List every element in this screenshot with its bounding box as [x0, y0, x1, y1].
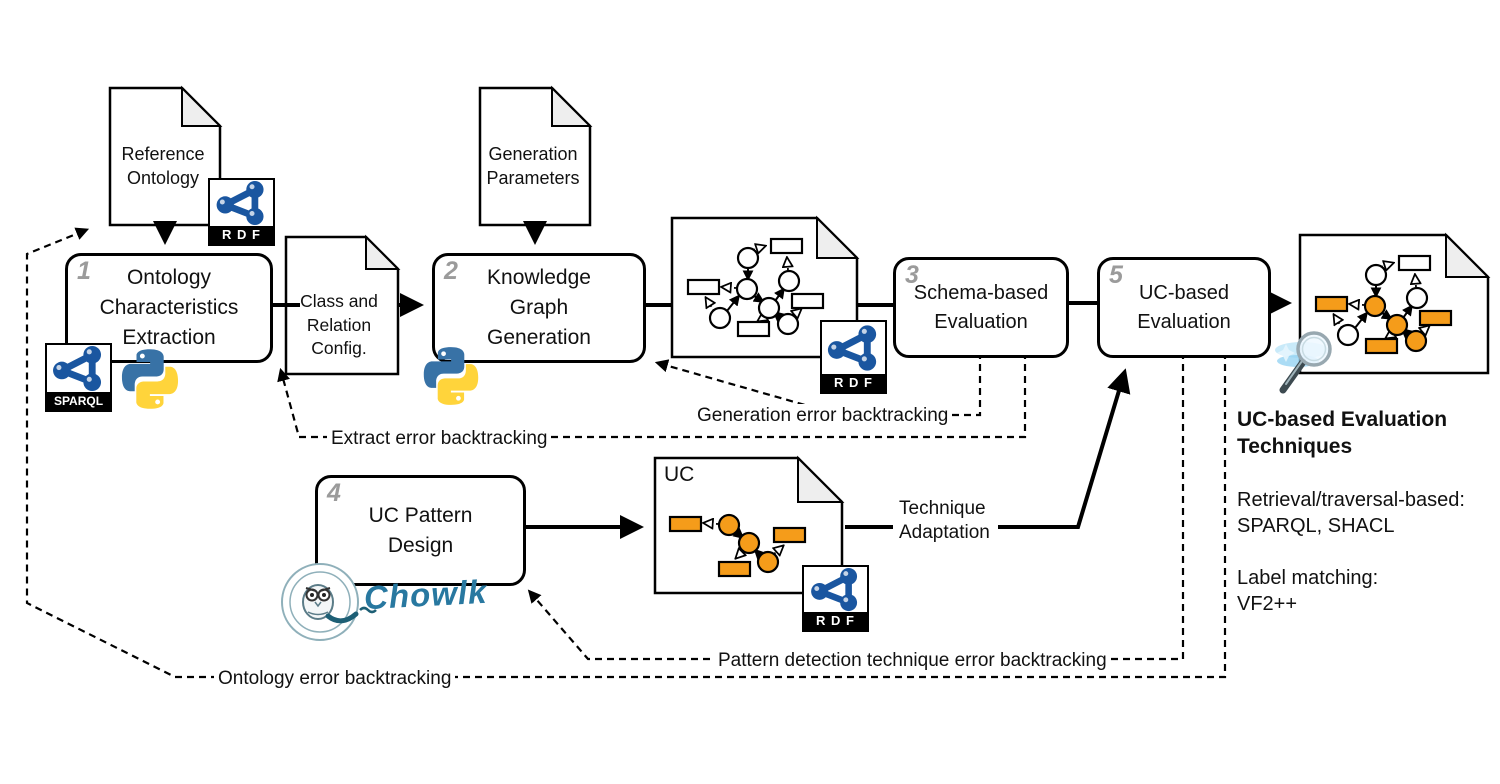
step-label: Knowledge Graph Generation — [487, 266, 591, 349]
sparql-logo-icon: SPARQL — [45, 343, 112, 412]
pattern-backtracking-label: Pattern detection technique error backtr… — [714, 649, 1111, 673]
step-number: 4 — [327, 479, 341, 507]
rdf-logo-icon: R D F — [802, 565, 869, 632]
step-4-uc-pattern-design: 4 UC Pattern Design — [315, 475, 526, 586]
reference-ontology-label: Reference Ontology — [121, 144, 205, 189]
ontology-backtracking-label: Ontology error backtracking — [214, 667, 456, 691]
techniques-title: UC-based Evaluation Techniques — [1237, 408, 1448, 459]
step-label: UC Pattern Design — [368, 503, 473, 557]
sparql-logo-text: SPARQL — [47, 392, 110, 410]
extract-backtracking-path — [277, 352, 1027, 439]
retrieval-value: SPARQL, SHACL — [1237, 514, 1395, 537]
step-label: Schema-based Evaluation — [913, 282, 1049, 333]
ontology-backtracking-path — [25, 227, 1227, 679]
main-flow-arrows — [153, 221, 1292, 539]
rdf-logo-text: R D F — [210, 226, 273, 244]
step-label: UC-based Evaluation — [1137, 282, 1231, 333]
retrieval-heading: Retrieval/traversal-based: — [1237, 488, 1465, 511]
chowlk-logo-icon: Chowlk — [278, 558, 488, 648]
step-3-schema-based-evaluation: 3 Schema-based Evaluation — [893, 257, 1069, 358]
label-matching-value: VF2++ — [1237, 592, 1298, 615]
generation-parameters-label: Generation Parameters — [486, 144, 580, 189]
uc-pattern-thumbnail — [668, 513, 807, 578]
uc-pattern-document — [653, 456, 844, 595]
uc-evaluation-techniques-panel: UC-based Evaluation Techniques Retrieval… — [1237, 406, 1497, 643]
class-relation-config-label: Class and Relation Config. — [300, 291, 378, 359]
python-logo-icon — [116, 345, 184, 413]
chowlk-logo-text: Chowlk — [363, 572, 489, 617]
technique-adaptation-arrow — [998, 368, 1131, 529]
step-number: 2 — [444, 257, 458, 285]
step-5-uc-based-evaluation: 5 UC-based Evaluation — [1097, 257, 1271, 358]
python-logo-icon — [418, 343, 484, 409]
class-relation-config-document — [284, 235, 400, 376]
extract-backtracking-label: Extract error backtracking — [327, 427, 552, 451]
rdf-logo-text: R D F — [822, 374, 885, 392]
step-number: 3 — [905, 261, 919, 289]
step-number: 1 — [77, 257, 91, 285]
step-1-ontology-characteristics-extraction: 1 Ontology Characteristics Extraction — [65, 253, 273, 363]
rdf-logo-icon: R D F — [208, 178, 275, 246]
magnifier-icon — [1272, 322, 1356, 414]
uc-document-label: UC — [664, 463, 695, 486]
generation-backtracking-label: Generation error backtracking — [693, 404, 953, 428]
rdf-logo-text: R D F — [804, 612, 867, 630]
evaluated-graph-thumbnail — [1314, 254, 1453, 355]
step-label: Ontology Characteristics Extraction — [99, 266, 239, 349]
step-number: 5 — [1109, 261, 1123, 289]
step-2-knowledge-graph-generation: 2 Knowledge Graph Generation — [432, 253, 646, 363]
knowledge-graph-thumbnail — [686, 237, 825, 338]
technique-adaptation-label: Technique Adaptation — [895, 497, 994, 545]
rdf-logo-icon: R D F — [820, 320, 887, 394]
label-matching-heading: Label matching: — [1237, 566, 1379, 589]
